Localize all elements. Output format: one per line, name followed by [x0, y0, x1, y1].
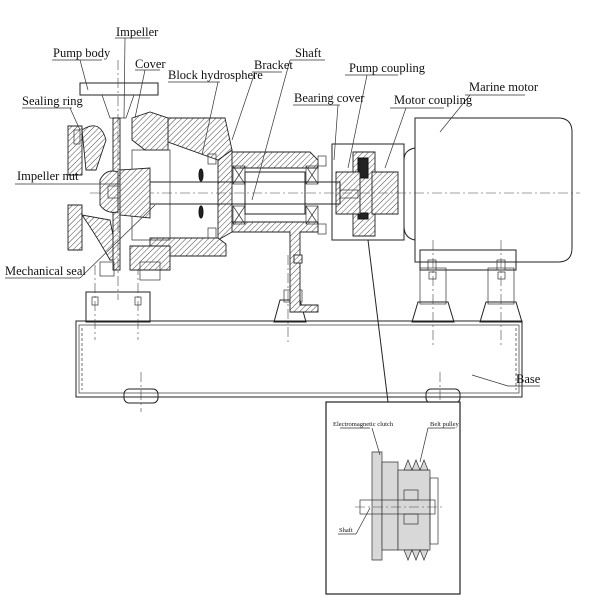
label-motor-coupling: Motor coupling [394, 93, 473, 107]
label-base: Base [516, 372, 541, 386]
label-shaft: Shaft [295, 46, 322, 60]
inset-label-belt-pulley: Belt pulley [430, 421, 459, 428]
leader-lines [5, 37, 540, 403]
motor-feet [411, 240, 523, 345]
bracket-housing [149, 117, 327, 313]
labels: Impeller Pump body Cover Block hydrosphe… [5, 25, 541, 386]
clutch-detail-inset: Electromagnetic clutch Belt pulley Shaft [325, 401, 461, 595]
pump-shaft [90, 171, 580, 215]
label-mechanical-seal: Mechanical seal [5, 264, 86, 278]
inset-label-shaft: Shaft [339, 527, 353, 534]
label-marine-motor: Marine motor [469, 80, 539, 94]
coupling-assembly [331, 143, 405, 241]
pump-body [67, 60, 171, 300]
label-cover: Cover [135, 57, 166, 71]
inset-label-electromagnetic-clutch: Electromagnetic clutch [333, 421, 394, 428]
marine-motor [403, 117, 573, 280]
label-bearing-cover: Bearing cover [294, 91, 365, 105]
label-bracket: Bracket [254, 58, 293, 72]
label-pump-coupling: Pump coupling [349, 61, 426, 75]
label-pump-body: Pump body [53, 46, 111, 60]
label-block-hydrosphere: Block hydrosphere [168, 68, 263, 82]
pump-feet [85, 265, 151, 340]
base-frame [75, 320, 523, 412]
label-impeller-nut: Impeller nut [17, 169, 79, 183]
label-sealing-ring: Sealing ring [22, 94, 84, 108]
label-impeller: Impeller [116, 25, 159, 39]
